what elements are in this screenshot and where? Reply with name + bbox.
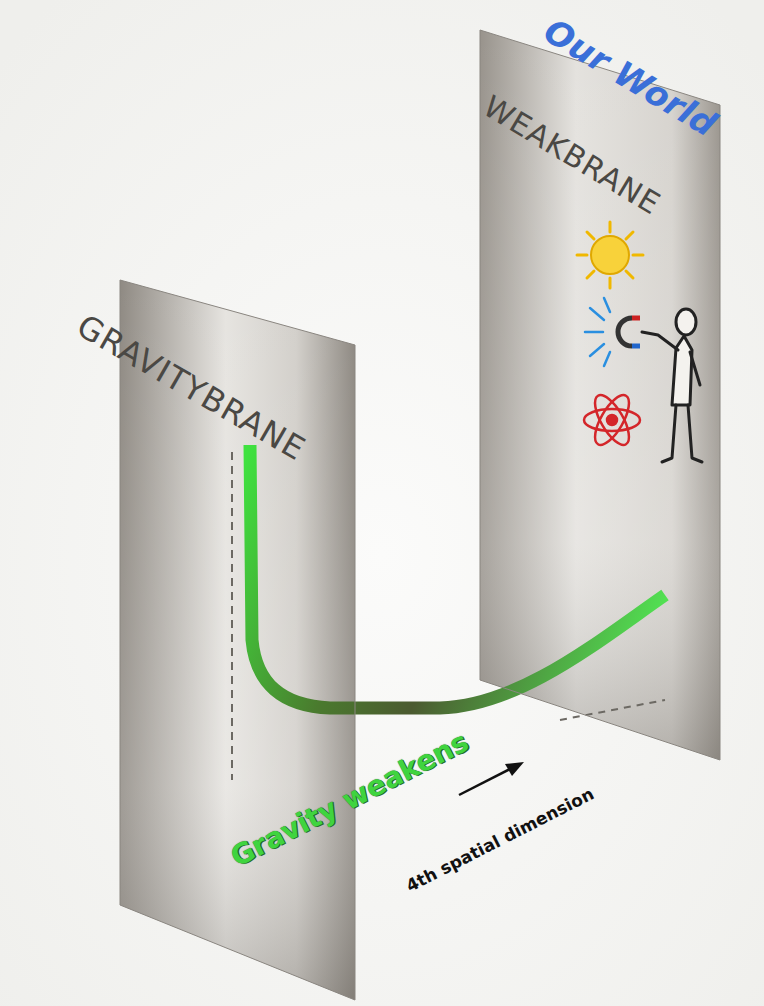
- world-label: Our World: [537, 12, 722, 144]
- dashed-guide: [231, 452, 233, 780]
- panel-outline: [440, 25, 730, 765]
- dashed-guide: [560, 700, 665, 720]
- brane-title: GRAVITYBRANE: [71, 309, 311, 468]
- brane-title: WEAKBRANE: [478, 89, 666, 220]
- gravity-curve: [250, 445, 665, 708]
- person-figure: [642, 309, 702, 462]
- sun-icon: [577, 222, 643, 288]
- brane-panel: GRAVITYBRANE: [40, 275, 360, 1005]
- gravity-stroke: [250, 445, 665, 708]
- dimension-arrow: [459, 762, 524, 795]
- magnet-icon: [585, 298, 640, 366]
- brane-panel: WEAKBRANE: [440, 25, 730, 765]
- axis-label: 4th spatial dimension: [403, 784, 597, 895]
- edge-label: Gravity weakens: [226, 727, 474, 873]
- atom-icon: [584, 390, 640, 449]
